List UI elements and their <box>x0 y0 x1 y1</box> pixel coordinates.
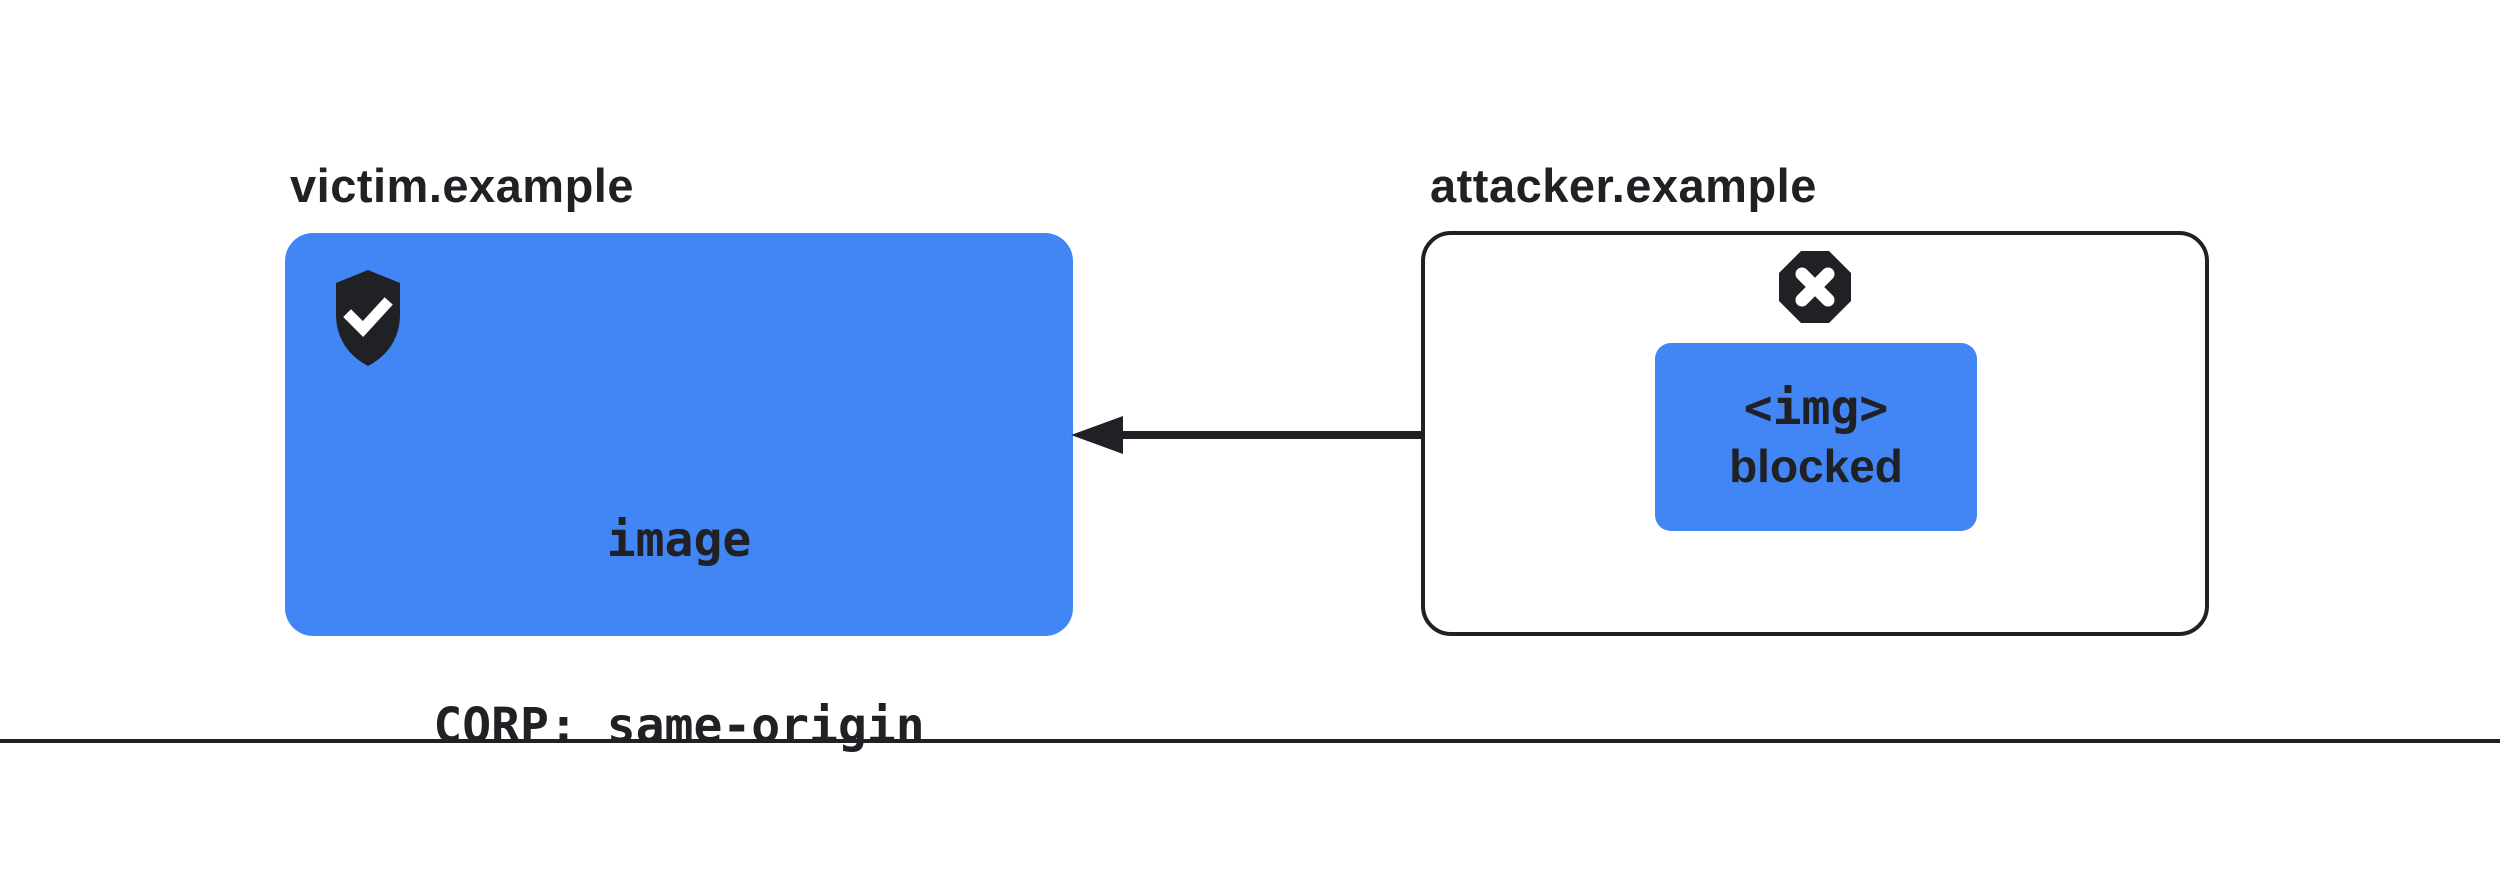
victim-resource-line: image <box>606 512 752 568</box>
img-tag-label: <img> <box>1743 380 1889 436</box>
blocked-status-label: blocked <box>1729 440 1903 492</box>
blocked-x-octagon-icon <box>1779 251 1851 323</box>
page-bottom-divider <box>0 739 2500 743</box>
victim-card: image CORP: same-origin <box>285 233 1073 754</box>
victim-card-text: image CORP: same-origin <box>285 385 1073 881</box>
attacker-card: <img> blocked <box>1421 231 2209 636</box>
victim-origin-label: victim.example <box>290 159 635 212</box>
blocked-request-box: <img> blocked <box>1655 343 1977 531</box>
shield-check-icon <box>336 270 400 366</box>
victim-corp-policy-line: CORP: same-origin <box>433 698 925 754</box>
corp-diagram: victim.example image CORP: same-origin a… <box>0 159 2500 754</box>
arrowhead-left <box>1071 416 1123 454</box>
attacker-origin-label: attacker.example <box>1430 159 1817 212</box>
